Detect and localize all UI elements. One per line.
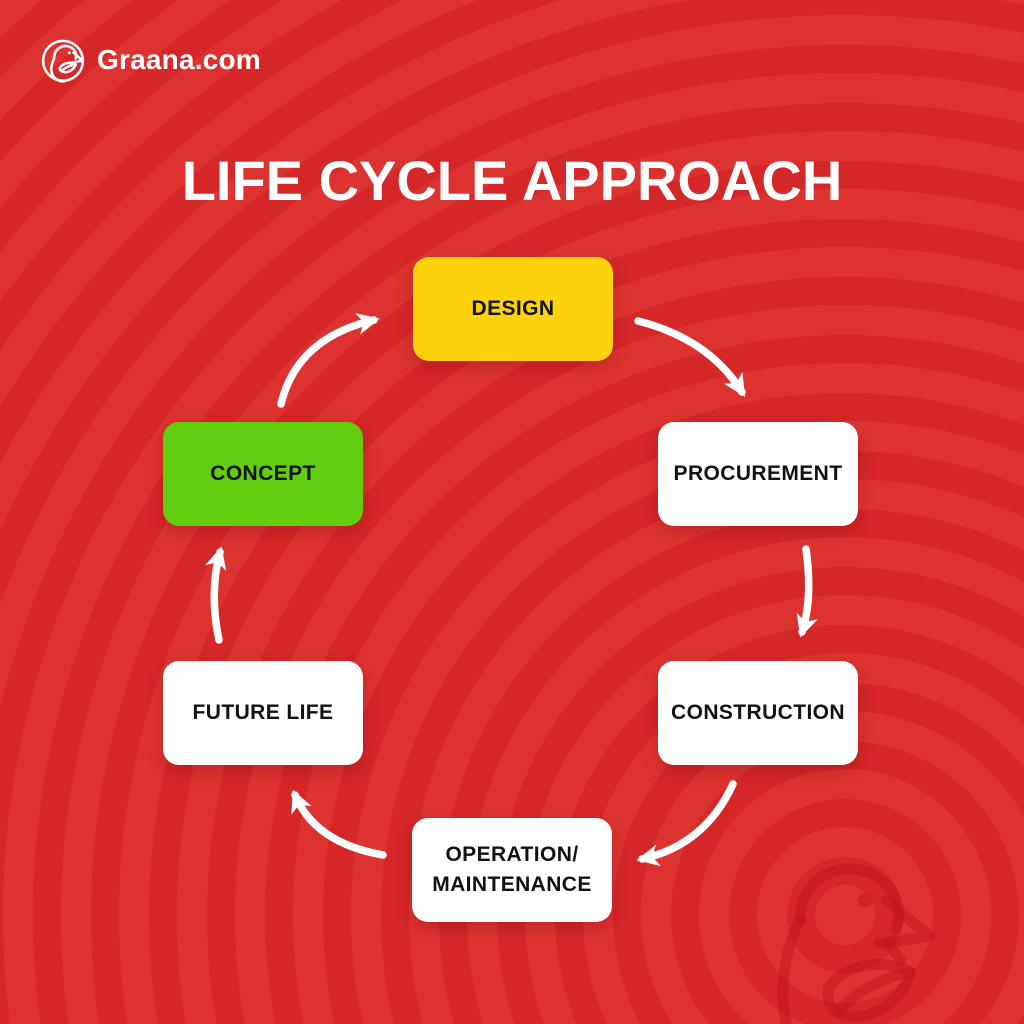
arrow-design-to-procurement <box>634 317 746 397</box>
stage-design: DESIGN <box>413 257 613 361</box>
arrow-procurement-to-construction <box>796 545 818 638</box>
page-title: LIFE CYCLE APPROACH <box>181 149 843 212</box>
stage-procurement-label: PROCUREMENT <box>673 461 843 485</box>
brand-logo: Graana.com <box>38 36 261 84</box>
stage-future-life-label: FUTURE LIFE <box>192 700 334 724</box>
stage-procurement: PROCUREMENT <box>658 422 858 526</box>
arrow-future-life-to-concept <box>205 546 227 644</box>
arrow-concept-to-design <box>277 313 380 408</box>
brand-name: Graana.com <box>97 44 261 75</box>
stage-construction-label: CONSTRUCTION <box>671 700 845 724</box>
graana-bird-icon <box>41 39 85 83</box>
stage-design-label: DESIGN <box>471 296 555 320</box>
stage-concept-label: CONCEPT <box>210 461 316 485</box>
arrow-construction-to-operation <box>636 780 737 867</box>
stage-construction: CONSTRUCTION <box>658 661 858 765</box>
stage-future-life: FUTURE LIFE <box>163 661 363 765</box>
stage-concept: CONCEPT <box>163 422 363 526</box>
graana-bird-watermark-icon <box>777 863 935 1024</box>
stage-operation-maintenance: OPERATION/ MAINTENANCE <box>412 818 612 922</box>
arrow-operation-to-future-life <box>291 789 387 859</box>
stage-operation-maintenance-label: OPERATION/ MAINTENANCE <box>432 842 592 896</box>
